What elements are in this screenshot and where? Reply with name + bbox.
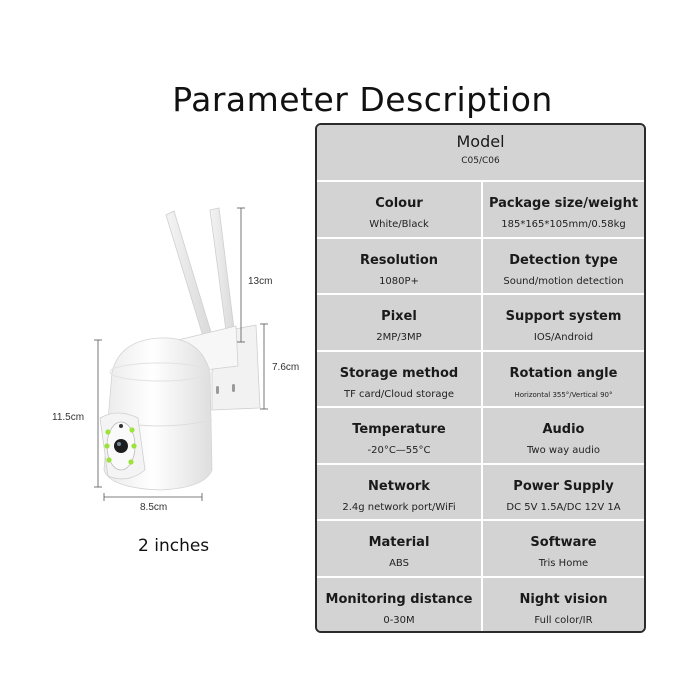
camera-body xyxy=(99,337,213,491)
model-row: Model C05/C06 xyxy=(317,125,644,180)
spec-value: Two way audio xyxy=(526,445,601,456)
spec-cell: Temperature -20°C—55°C xyxy=(317,408,481,463)
model-cell: Model C05/C06 xyxy=(317,125,644,180)
spec-label: Resolution xyxy=(359,252,439,268)
spec-value: ABS xyxy=(389,558,409,569)
spec-value: Horizontal 355°/Vertical 90° xyxy=(514,390,613,399)
spec-value: 2.4g network port/WiFi xyxy=(342,501,456,513)
antenna-right xyxy=(209,207,237,347)
spec-cell: Resolution 1080P+ xyxy=(317,238,481,293)
spec-cell: Network 2.4g network port/WiFi xyxy=(317,464,481,519)
spec-label: Pixel xyxy=(381,309,417,324)
spec-value: DC 5V 1.5A/DC 12V 1A xyxy=(506,501,621,513)
spec-cell: Storage method TF card/Cloud storage xyxy=(317,351,481,406)
lens-icon xyxy=(114,439,128,453)
dimension-lines xyxy=(94,207,268,501)
spec-cell: Package size/weight 185*165*105mm/0.58kg xyxy=(483,182,644,237)
spec-label: Night vision xyxy=(519,591,608,607)
model-label: Model xyxy=(456,132,505,151)
spec-label: Audio xyxy=(542,422,585,437)
spec-label: Rotation angle xyxy=(509,365,618,381)
spec-cell: Monitoring distance 0-30M xyxy=(317,577,481,631)
spec-row: Network 2.4g network port/WiFi Power Suppl… xyxy=(317,464,644,519)
spec-value: -20°C—55°C xyxy=(367,445,431,456)
camera-width-label: 8.5cm xyxy=(140,502,168,513)
spec-label: Storage method xyxy=(339,365,459,381)
spec-value: Tris Home xyxy=(538,558,589,569)
spec-value: 1080P+ xyxy=(379,275,419,287)
spec-value: 0-30M xyxy=(383,614,415,626)
spec-value: 185*165*105mm/0.58kg xyxy=(501,219,626,230)
spec-cell: Pixel 2MP/3MP xyxy=(317,295,481,350)
model-value: C05/C06 xyxy=(461,156,500,166)
spec-label: Colour xyxy=(375,196,423,211)
spec-value: TF card/Cloud storage xyxy=(343,388,455,400)
spec-label: Detection type xyxy=(509,252,618,268)
spec-label: Temperature xyxy=(352,422,446,437)
led-ring xyxy=(104,427,137,465)
spec-label: Support system xyxy=(505,309,622,324)
spec-label: Software xyxy=(530,535,597,550)
spec-value: IOS/Android xyxy=(533,332,594,343)
spec-label: Package size/weight xyxy=(488,196,639,211)
spec-value: Full color/IR xyxy=(534,614,593,626)
spec-label: Power Supply xyxy=(513,478,614,494)
spec-label: Material xyxy=(368,535,430,550)
camera-illustration xyxy=(94,207,268,501)
camera-height-label: 11.5cm xyxy=(52,412,85,423)
spec-value: 2MP/3MP xyxy=(376,332,422,343)
lens-size-caption: 2 inches xyxy=(138,536,210,556)
page-title: Parameter Description xyxy=(172,80,553,120)
spec-value: White/Black xyxy=(369,219,429,230)
spec-label: Network xyxy=(368,478,430,494)
spec-label: Monitoring distance xyxy=(325,591,473,607)
antenna-height-label: 13cm xyxy=(248,276,273,287)
spec-row: Storage method TF card/Cloud storage Rotat… xyxy=(317,351,644,406)
spec-value: Sound/motion detection xyxy=(503,275,624,287)
mount-height-label: 7.6cm xyxy=(272,362,300,373)
antenna-left xyxy=(165,210,215,347)
spec-cell: Power Supply DC 5V 1.5A/DC 12V 1A xyxy=(483,464,644,519)
